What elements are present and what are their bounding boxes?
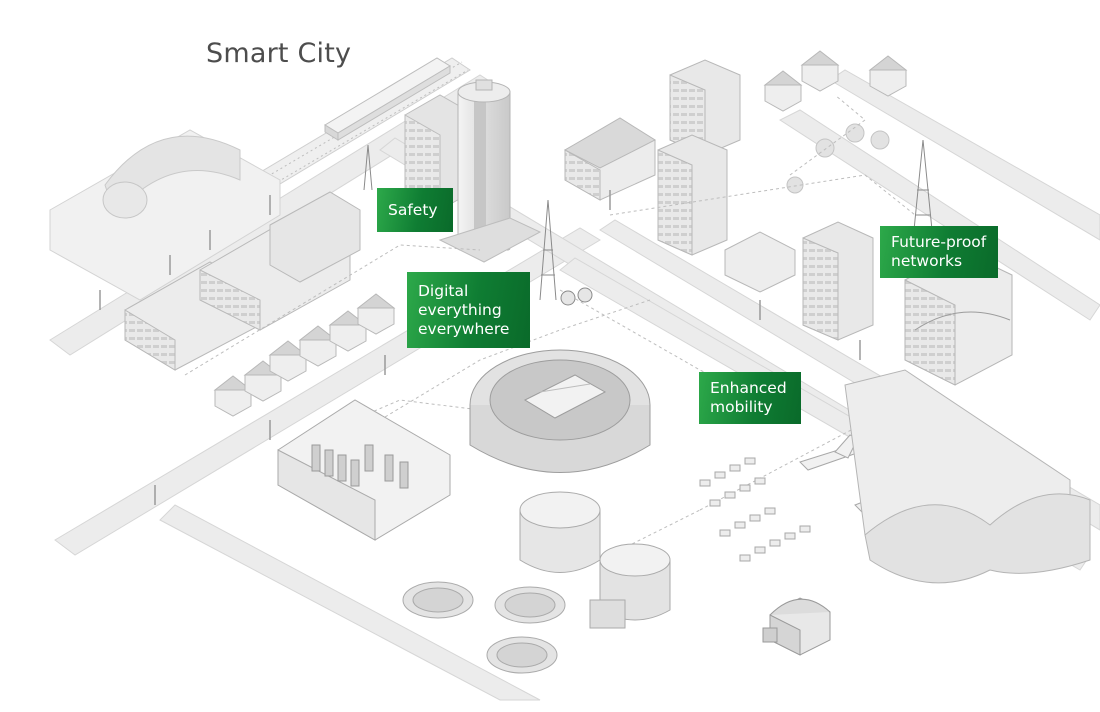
callout-mobility-line-2: mobility [710,398,773,416]
callout-digital-line-1: Digital [418,281,469,300]
trees [786,123,890,194]
callout-digital-line-2: everything [418,300,502,319]
hotel-building [904,249,1013,386]
page-title: Smart City [206,38,352,69]
street-lamps [99,190,861,505]
parking-lot [699,457,811,562]
warehouse [762,597,831,656]
callout-safety-line: Safety [388,200,438,219]
callout-enhanced-mobility: Enhanced mobility [699,372,801,424]
row-houses [124,191,361,371]
callout-safety: Safety [377,188,453,232]
data-center [277,399,451,541]
airport-terminal [844,369,1091,584]
stadium [469,349,651,473]
houses [213,50,908,417]
cell-towers [363,139,934,306]
townhouses [563,117,657,201]
callout-digital-line-3: everywhere [418,319,510,338]
water-treatment-plant [402,491,671,674]
office-blocks [657,59,874,341]
callout-future-line-1: Future-proof [891,233,987,251]
callout-future-proof-networks: Future-proof networks [880,226,998,278]
train-station [49,129,281,301]
office-tower [404,79,542,263]
callout-future-line-2: networks [891,252,963,270]
callout-mobility-line-1: Enhanced [710,379,787,397]
callout-digital-everything: Digital everything everywhere [407,272,530,348]
